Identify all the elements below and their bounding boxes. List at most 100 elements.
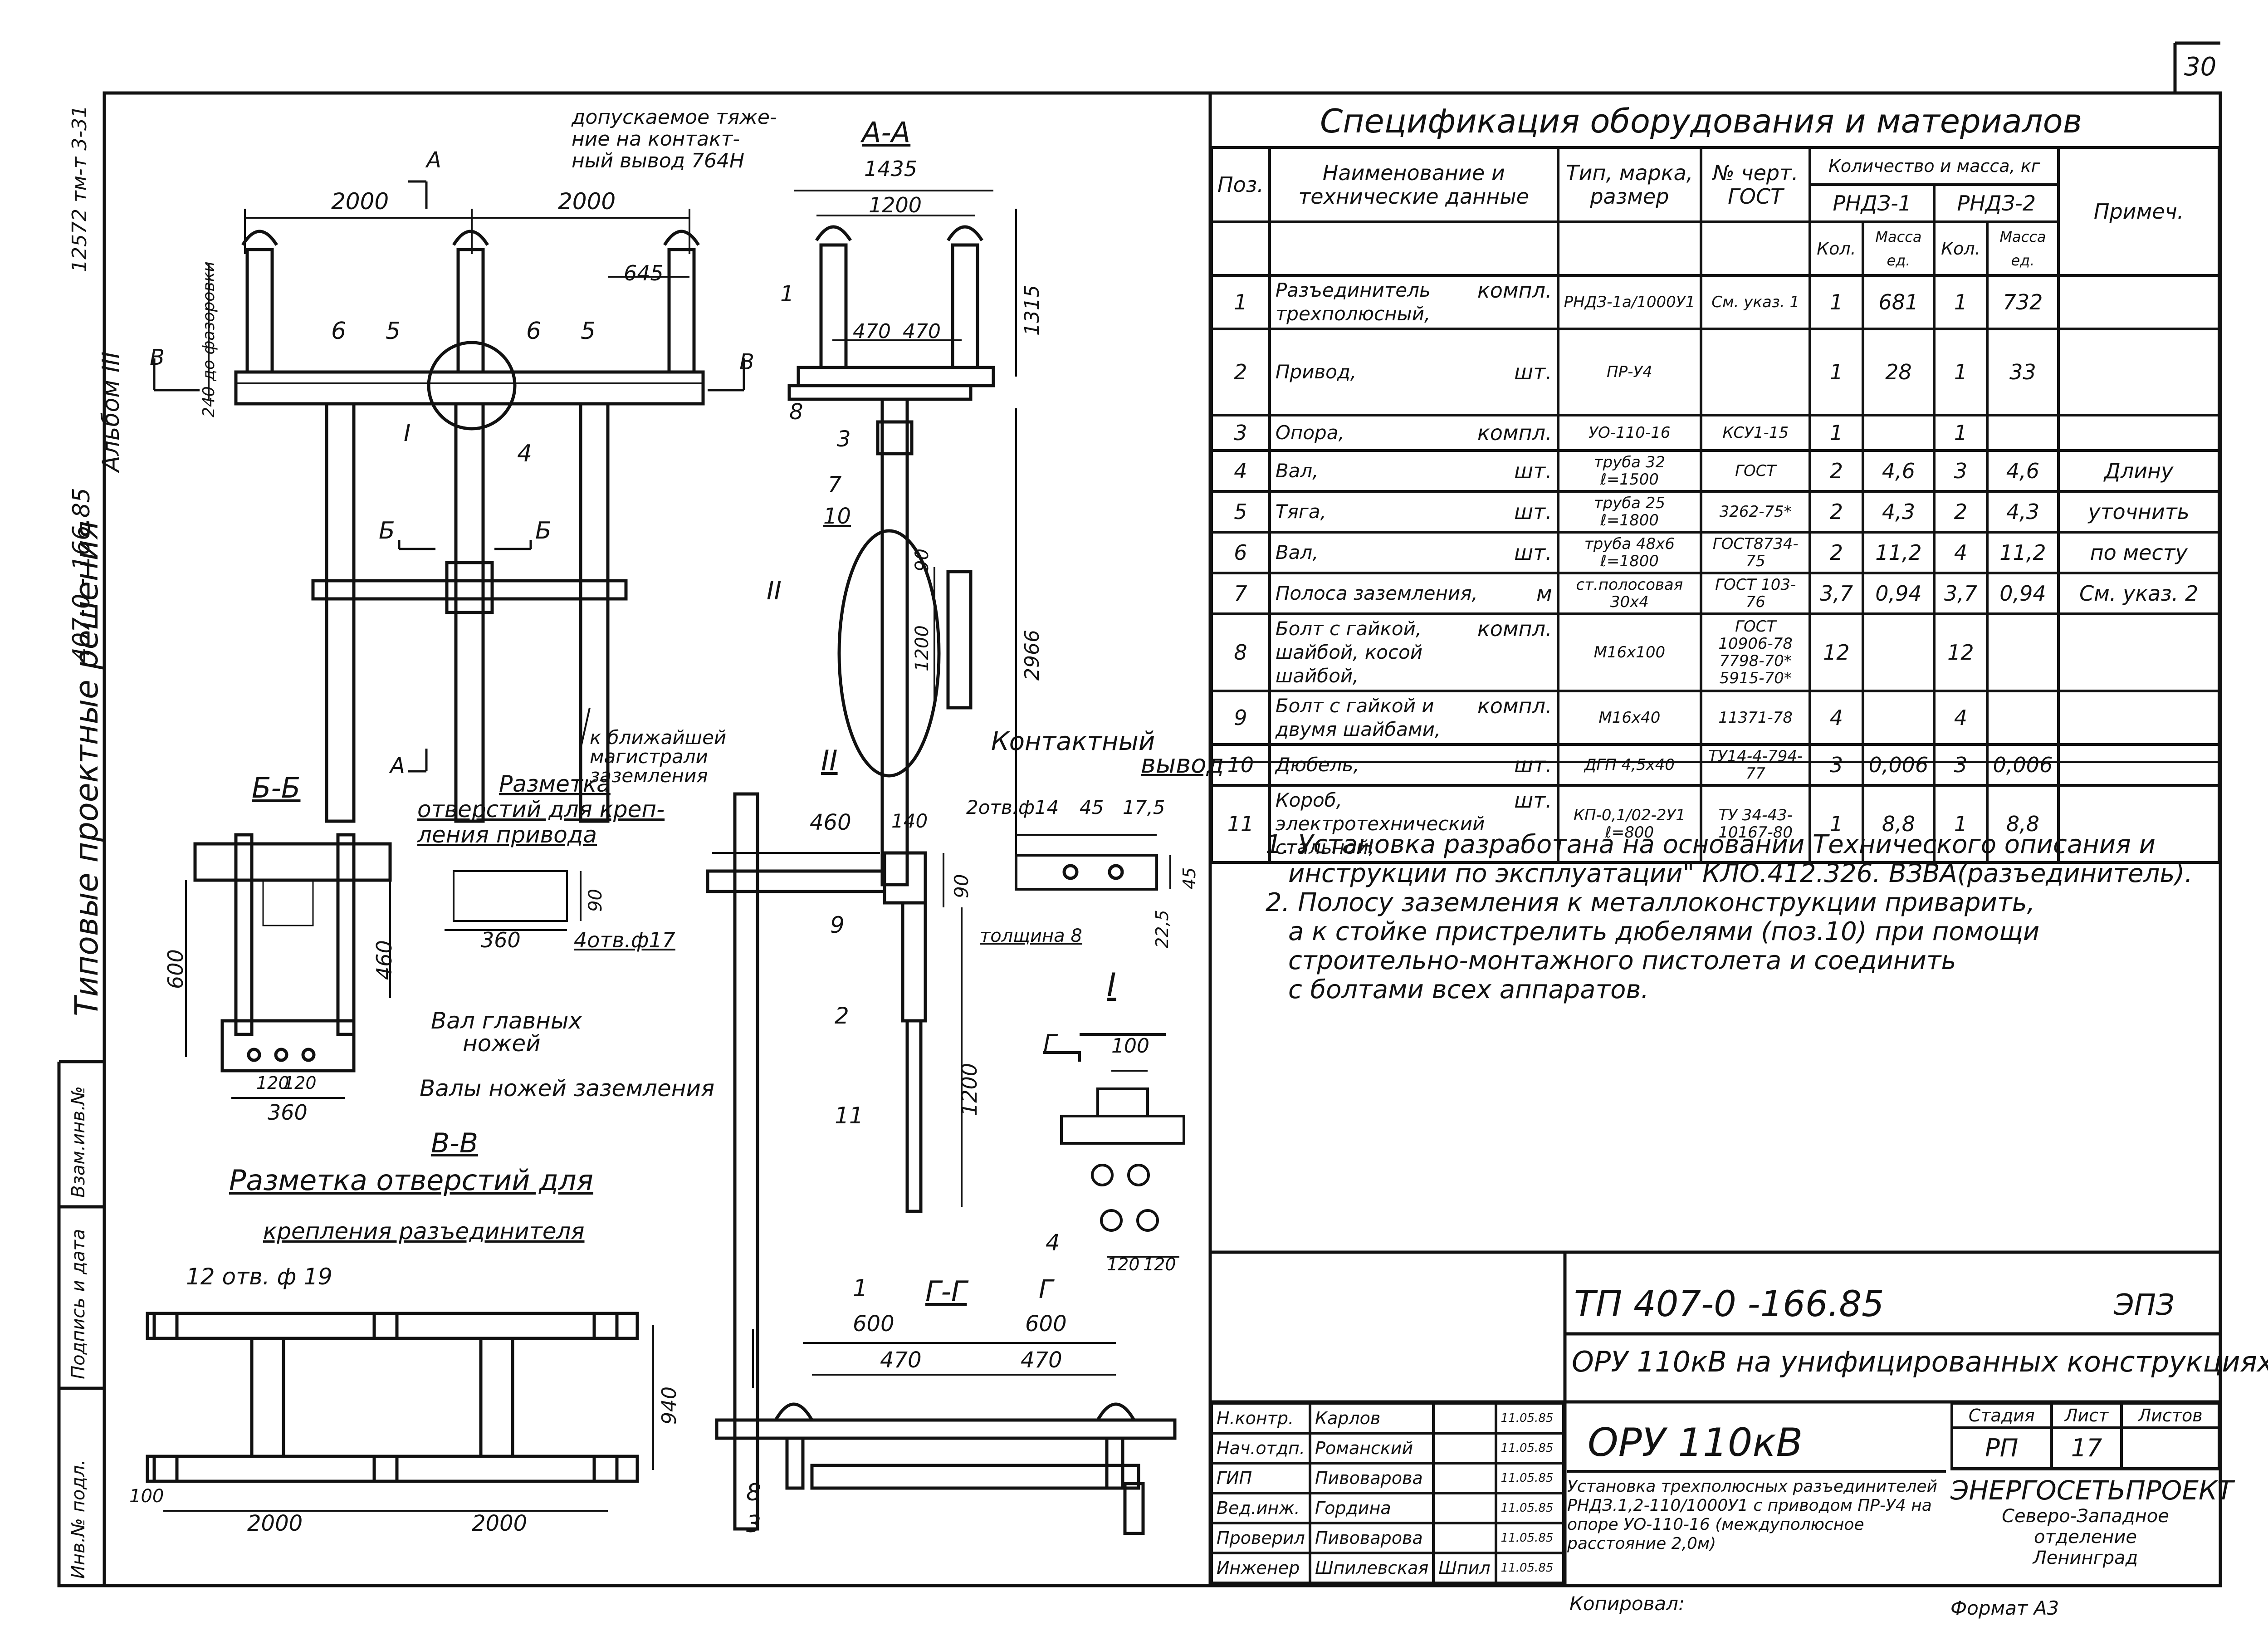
dim-90-bb: 90: [585, 889, 606, 912]
spec-cell-pos: 2: [1210, 328, 1271, 416]
signature-name: Гордина: [1308, 1492, 1435, 1524]
dim-600b-gg: 600: [1025, 1311, 1067, 1337]
notes-block: 1. Установка разработана на основании Те…: [1266, 830, 2193, 1004]
spec-cell-m2: 0,006: [1985, 743, 2060, 787]
dim-460-ii: 460: [810, 810, 851, 835]
section-b-right: В: [739, 349, 754, 375]
note-line: а к стойке пристрелить дюбелями (поз.10)…: [1288, 917, 2040, 946]
format-label: Формат А3: [1950, 1597, 2059, 1619]
spec-cell-m1: 0,006: [1861, 743, 1936, 787]
spec-cell-name: Дюбель,шт.: [1268, 743, 1559, 787]
signature-role: Инженер: [1210, 1552, 1311, 1584]
spec-item-unit: шт.: [1514, 459, 1552, 483]
section-bb-right: Б: [535, 517, 552, 544]
spec-cell-k1: 3,7: [1809, 572, 1864, 615]
spec-cell-k2: 1: [1933, 274, 1989, 330]
section-a-top: А: [426, 147, 441, 173]
spec-cell-k1: 1: [1809, 274, 1864, 330]
spec-item-unit: шт.: [1514, 500, 1552, 524]
spec-cell-m2: 33: [1985, 328, 2060, 416]
stage-table: Стадия Лист Листов РП 17: [1950, 1402, 2220, 1470]
spec-col-mass2: Масса ед.: [1985, 220, 2060, 277]
spec-cell-note: по месту: [2057, 531, 2220, 574]
spec-cell-name: Вал, шт.: [1268, 449, 1559, 493]
signature-role: Проверил: [1210, 1522, 1311, 1554]
spec-cell-gost: ТУ 34-43-10167-80: [1700, 784, 1812, 864]
spec-cell-m1: 0,94: [1861, 572, 1936, 615]
strip-replaced-inv: Взам.инв.№: [68, 1086, 89, 1198]
spec-cell-m2: 4,6: [1985, 449, 2060, 493]
dim-100-vv: 100: [129, 1486, 164, 1507]
dim-175-contact: 17,5: [1123, 796, 1165, 818]
spec-cell-gost: ГОСТ 103-76: [1700, 572, 1812, 615]
spec-cell-name: Болт с гайкой, шайбой, косой шайбой,комп…: [1268, 612, 1559, 692]
signature-role: Вед.инж.: [1210, 1492, 1311, 1524]
spec-cell-k1: 1: [1809, 414, 1864, 452]
org-name: ЭНЕРГОСЕТЬПРОЕКТ: [1950, 1475, 2234, 1506]
dim-120b-i: 120: [1143, 1254, 1176, 1274]
spec-cell-pos: 8: [1210, 612, 1271, 692]
spec-cell-type: ПР-У4: [1556, 328, 1703, 416]
signature-name: Шпилевская: [1308, 1552, 1435, 1584]
stage-header: Стадия: [1950, 1402, 2053, 1429]
contact-holes: 2отв.ф14: [966, 796, 1059, 818]
main-view-graphic: [153, 180, 745, 823]
spec-cell-name: Вал,шт.: [1268, 531, 1559, 574]
spec-cell-k1: 1: [1809, 328, 1864, 416]
spec-cell-gost: 11371-78: [1700, 690, 1812, 746]
spec-cell-note: [2057, 612, 2220, 692]
spec-cell-k1: 2: [1809, 449, 1864, 493]
dim-140-ii: 140: [891, 810, 928, 832]
org-city: Ленинград: [2033, 1548, 2138, 1568]
spec-cell-k1: 3: [1809, 743, 1864, 787]
spec-cell-gost: ТУ14-4-794-77: [1700, 743, 1812, 787]
spec-cell-gost: См. указ. 1: [1700, 274, 1812, 330]
dim-600a-gg: 600: [853, 1311, 894, 1337]
spec-cell-name: Полоса заземления,м: [1268, 572, 1559, 615]
spec-item-name: Тяга,: [1275, 500, 1326, 523]
dim-1200-aa: 1200: [912, 625, 933, 671]
pos-11-ii: 11: [835, 1102, 864, 1129]
dim-470a-gg: 470: [880, 1347, 922, 1373]
side-album-label: Альбом III: [98, 351, 125, 472]
signature-sign: [1432, 1522, 1497, 1554]
signature-date: 11.05.85: [1494, 1462, 1565, 1494]
spec-cell-k2: 3: [1933, 449, 1989, 493]
spec-cell-m2: 0,94: [1985, 572, 2060, 615]
pos-5a: 5: [386, 318, 401, 345]
dim-120a-i: 120: [1107, 1254, 1140, 1274]
spec-cell-gost: ГОСТ8734-75: [1700, 531, 1812, 574]
project-name: ОРУ 110кВ на унифицированных конструкция…: [1572, 1345, 2268, 1378]
dim-2966: 2966: [1021, 630, 1044, 681]
sheet-frame: [103, 91, 2222, 1587]
spec-item-unit: шт.: [1514, 360, 1552, 384]
spec-cell-k2: 12: [1933, 612, 1989, 692]
spec-item-name: Опора,: [1275, 421, 1344, 444]
sheet-number: 30: [2184, 52, 2217, 82]
spec-cell-type: труба 48х6 ℓ=1800: [1556, 531, 1703, 574]
view-gg-title: Г-Г: [925, 1275, 967, 1308]
pos-4: 4: [517, 440, 533, 467]
note-line: с болтами всех аппаратов.: [1288, 975, 1649, 1004]
signature-sign: [1432, 1402, 1497, 1435]
spec-item-unit: компл.: [1477, 421, 1552, 445]
signature-date: 11.05.85: [1494, 1492, 1565, 1524]
signature-name: Карлов: [1308, 1402, 1435, 1435]
drive-marking-title: Разметка отверстий для креп- ления приво…: [417, 771, 665, 848]
dim-360-bb: 360: [268, 1100, 308, 1125]
spec-cell-pos: 5: [1210, 490, 1271, 534]
spec-item-name: Вал,: [1275, 460, 1319, 482]
spec-cell-name: Разъединитель трехполюсный,компл.: [1268, 274, 1559, 330]
signature-sign: [1432, 1432, 1497, 1465]
spec-cell-m2: [1985, 612, 2060, 692]
section-g-i: Г: [1043, 1030, 1056, 1057]
view-bb-graphic: [185, 833, 582, 1099]
view-i-title: I: [1107, 966, 1116, 1004]
dim-600-bb: 600: [163, 949, 188, 989]
signature-sign: [1432, 1462, 1497, 1494]
spec-cell-type: труба 32 ℓ=1500: [1556, 449, 1703, 493]
